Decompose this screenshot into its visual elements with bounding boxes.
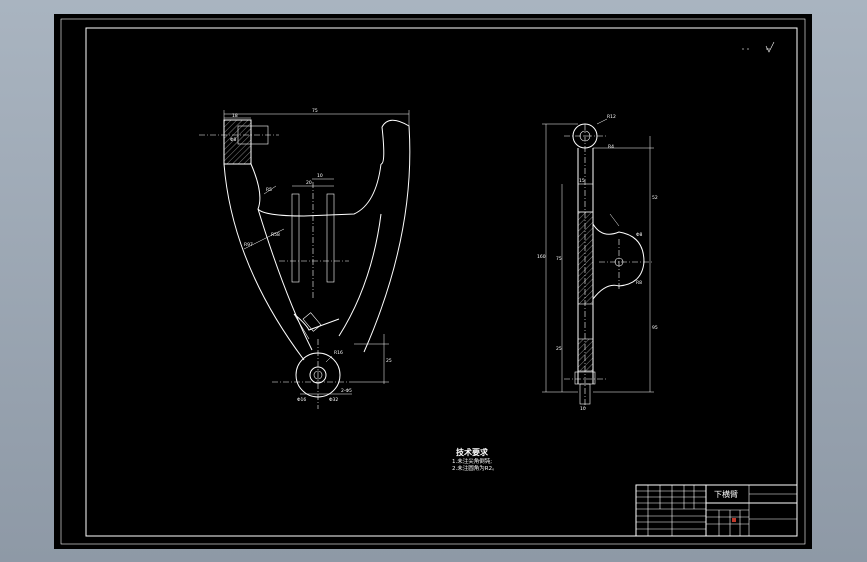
part-name: 下横臂 <box>714 489 738 499</box>
svg-text:25: 25 <box>386 358 392 364</box>
svg-text:52: 52 <box>652 195 658 201</box>
tech-req-item-2: 2.未注圆角为R2。 <box>452 464 498 472</box>
outer-border <box>60 18 806 545</box>
svg-text:95: 95 <box>652 325 658 331</box>
svg-text:R58: R58 <box>271 232 280 238</box>
svg-text:Φ32: Φ32 <box>329 397 338 403</box>
technical-requirements: 技术要求 1.未注尖角倒钝; 2.未注圆角为R2。 <box>452 447 498 472</box>
svg-text:20: 20 <box>306 180 312 186</box>
svg-text:2-Φ5: 2-Φ5 <box>341 388 352 394</box>
svg-text:Φ16: Φ16 <box>297 397 306 403</box>
roughness-symbol <box>742 41 775 53</box>
svg-text:Φ8: Φ8 <box>636 232 643 238</box>
svg-text:R12: R12 <box>607 114 616 120</box>
svg-text:Φ8: Φ8 <box>230 137 237 143</box>
drawing-viewport[interactable]: 75 18 Φ8 20 10 R97 <box>54 14 812 549</box>
svg-text:15: 15 <box>579 178 585 184</box>
svg-text:10: 10 <box>580 406 586 412</box>
svg-text:R4: R4 <box>608 144 614 150</box>
svg-text:R16: R16 <box>334 350 343 356</box>
front-view: 75 18 Φ8 20 10 R97 <box>199 108 411 409</box>
svg-text:R8: R8 <box>636 280 642 286</box>
svg-text:160: 160 <box>537 254 546 260</box>
svg-text:75: 75 <box>556 256 562 262</box>
inner-border <box>85 27 798 537</box>
title-block-marker <box>732 518 736 522</box>
tech-req-title: 技术要求 <box>456 447 489 457</box>
svg-text:R5: R5 <box>266 187 272 193</box>
svg-text:10: 10 <box>317 173 323 179</box>
title-block: 下横臂 <box>635 484 798 537</box>
cad-drawing: 75 18 Φ8 20 10 R97 <box>60 18 806 545</box>
svg-text:75: 75 <box>312 108 318 114</box>
svg-text:R97: R97 <box>244 242 253 248</box>
svg-text:25: 25 <box>556 346 562 352</box>
tech-req-item-1: 1.未注尖角倒钝; <box>452 457 492 465</box>
side-view: R12 R4 Φ8 R8 10 160 75 25 <box>537 114 658 412</box>
svg-text:18: 18 <box>232 113 238 119</box>
